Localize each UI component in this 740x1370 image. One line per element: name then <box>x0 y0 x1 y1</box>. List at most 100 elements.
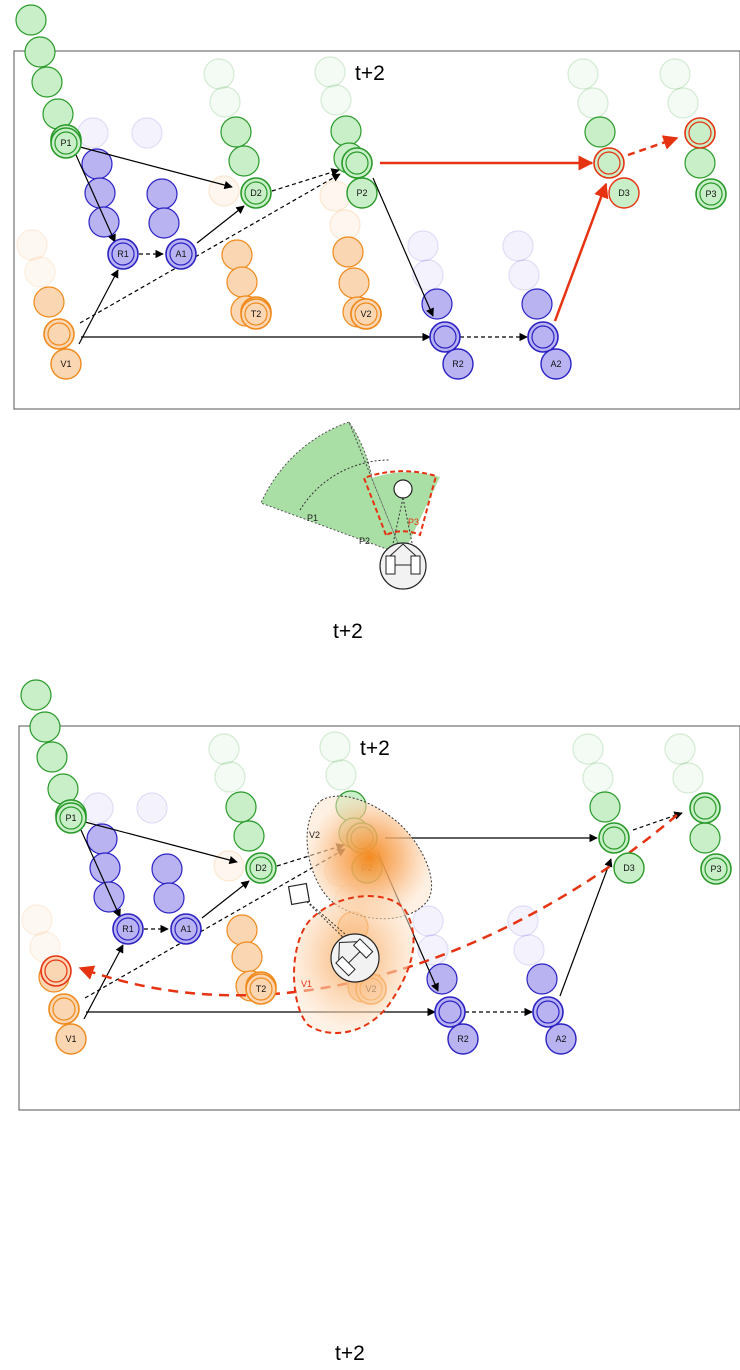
ghost-circle <box>329 209 361 241</box>
edge <box>84 821 238 865</box>
ghost-circle <box>82 792 114 824</box>
node-p1: P1 <box>50 127 82 159</box>
ghost-circle <box>421 288 453 320</box>
node-v2: V2 <box>350 298 382 330</box>
ghost-circle <box>228 145 260 177</box>
bottom-nodes: P1P1R1A1D2T2P2V2R2A2D3P3V1 <box>40 792 732 1055</box>
ghost-circle <box>20 679 52 711</box>
ghost-circle <box>21 904 53 936</box>
node-label-v2: V2 <box>360 309 371 319</box>
ghost-circle <box>203 58 235 90</box>
edge <box>83 944 124 1020</box>
node-a1: A1 <box>170 913 202 945</box>
node-p3 <box>684 117 716 149</box>
ghost-circle <box>24 36 56 68</box>
ghost-circle <box>148 207 180 239</box>
ghost-circle <box>577 87 609 119</box>
edge <box>372 177 434 317</box>
ghost-circle <box>88 206 120 238</box>
node-a2: A2 <box>527 321 572 380</box>
edge <box>79 173 341 324</box>
node-t2: T2 <box>245 973 277 1005</box>
node-label-t2: T2 <box>256 984 267 994</box>
sensor-label-v2: V2 <box>309 830 320 840</box>
node-label-d3: D3 <box>618 188 630 198</box>
ghost-circle <box>684 147 716 179</box>
top-nodes: P1P1R1A1D2T2P2V2R2A2D3P3V1 <box>43 117 727 380</box>
ghost-circle <box>502 230 534 262</box>
ghost-circle <box>136 792 168 824</box>
top-ghost-trails <box>15 4 716 328</box>
edge <box>627 135 679 157</box>
target-object-square <box>287 882 311 906</box>
ghost-circle <box>81 148 113 180</box>
ghost-circle <box>146 178 178 210</box>
node-label-p1: P1 <box>60 138 71 148</box>
uncertainty-v2 <box>306 795 433 920</box>
node-p1: P1 <box>55 802 87 834</box>
node-label-a1: A1 <box>175 249 186 259</box>
ghost-circle <box>225 791 257 823</box>
node-label-p3: P3 <box>705 189 716 199</box>
node-r1: R1 <box>107 238 139 270</box>
ghost-circle <box>231 941 263 973</box>
ghost-circle <box>664 733 696 765</box>
edge <box>553 182 609 322</box>
ghost-circle <box>221 239 253 271</box>
edge <box>84 848 346 999</box>
edge <box>201 880 250 919</box>
node-p2: P2 <box>341 147 378 209</box>
top-panel: t+2 P1P1R1A1D2T2P2V2R2A2D3P3V1 P1 P2 P3 … <box>13 4 740 643</box>
sensor-label-v1: V1 <box>301 979 312 989</box>
bottom-panel: t+2 P1P1R1A1D2T2P2V2R2A2D3P3V1 V2 V1 t+2 <box>18 679 740 1365</box>
ghost-circle <box>213 850 245 882</box>
ghost-circle <box>659 58 691 90</box>
ghost-circle <box>526 963 558 995</box>
sensor-label-p2: P2 <box>359 536 370 546</box>
edge <box>79 146 233 190</box>
ghost-circle <box>24 256 56 288</box>
node-a2: A2 <box>532 996 577 1055</box>
ghost-circle <box>214 761 246 793</box>
ghost-circle <box>151 853 183 885</box>
ghost-circle <box>314 56 346 88</box>
edge <box>271 168 340 192</box>
ghost-circle <box>689 822 721 854</box>
node-t2: T2 <box>240 298 272 330</box>
ghost-circle <box>226 266 258 298</box>
ghost-circle <box>86 823 118 855</box>
ghost-circle <box>153 882 185 914</box>
edge <box>559 858 613 997</box>
ghost-circle <box>325 759 357 791</box>
edge <box>632 811 683 831</box>
sensor-wedge-p1 <box>260 421 404 556</box>
bottom-frame-title: t+2 <box>360 737 390 760</box>
node-d3: D3 <box>593 147 640 209</box>
node-v1: V1 <box>43 318 82 380</box>
node-r1: R1 <box>112 913 144 945</box>
node-p3: P3 <box>700 853 732 885</box>
node-p3: P3 <box>695 178 727 210</box>
ghost-circle <box>319 180 351 212</box>
ghost-circle <box>233 820 265 852</box>
bottom-caption: t+2 <box>335 1342 365 1365</box>
node-label-d3: D3 <box>623 863 635 873</box>
ghost-circle <box>584 116 616 148</box>
top-frame <box>13 50 740 410</box>
node-label-t2: T2 <box>251 309 262 319</box>
node-label-d2: D2 <box>255 863 267 873</box>
ghost-circle <box>507 905 539 937</box>
ghost-circle <box>330 115 362 147</box>
node-a1: A1 <box>165 238 197 270</box>
edge <box>75 154 116 243</box>
sensor-wedge-p3-area <box>372 472 440 555</box>
node-vred <box>40 955 72 987</box>
ghost-circle <box>672 762 704 794</box>
top-frame-title: t+2 <box>355 62 385 85</box>
node-d3: D3 <box>598 822 645 884</box>
edge <box>196 205 245 244</box>
ghost-circle <box>338 267 370 299</box>
robot-icon-bottom <box>330 933 380 983</box>
ghost-circle <box>84 177 116 209</box>
